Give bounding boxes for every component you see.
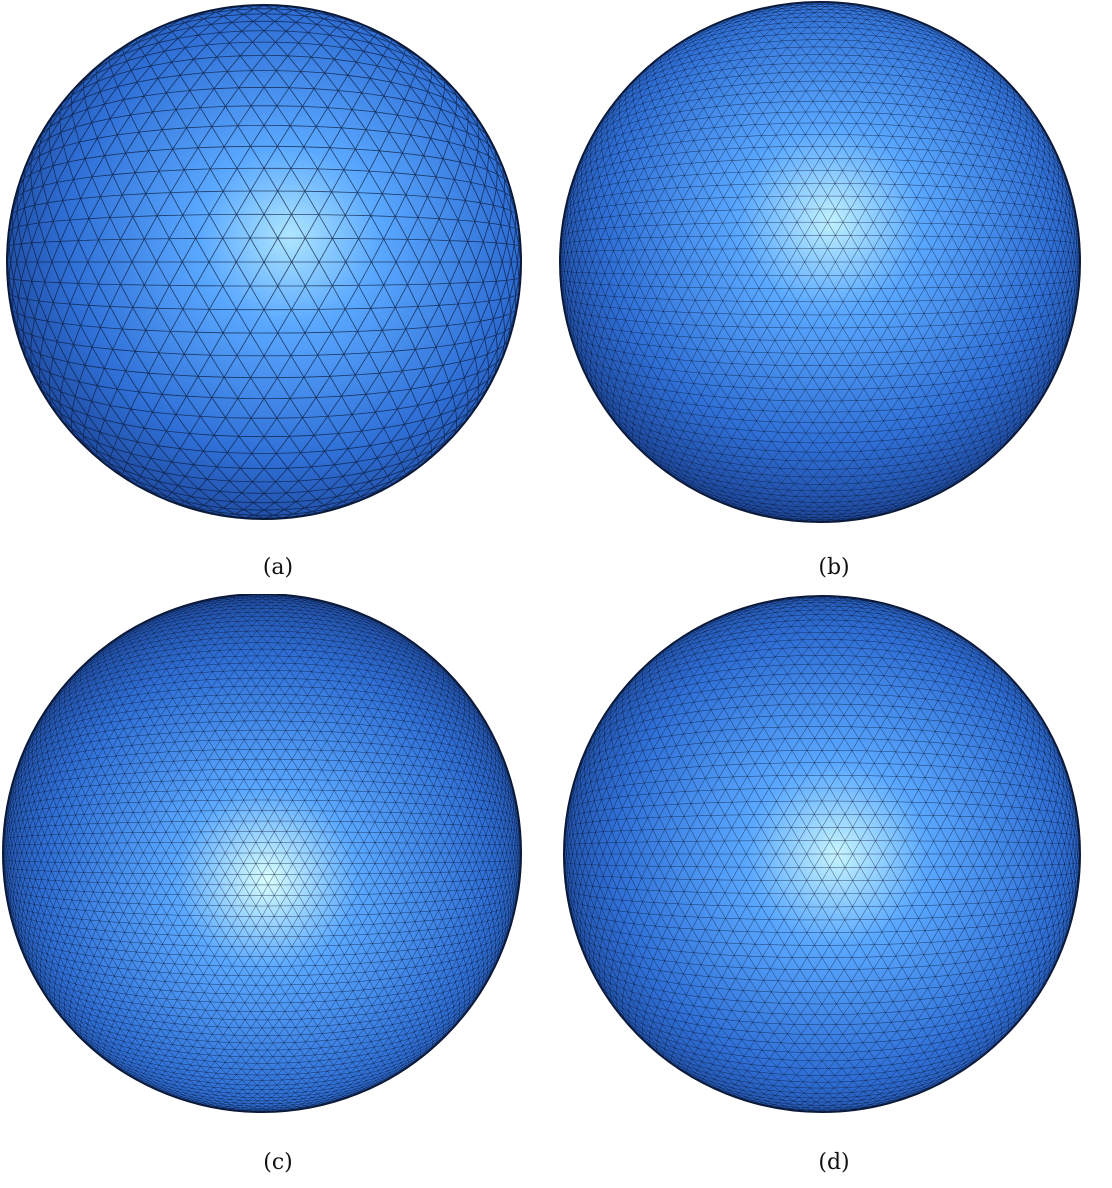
mesh-edges [564,596,1080,1112]
sphere-mesh-a [6,4,522,520]
caption-c: (c) [263,1150,293,1175]
sphere-mesh-c [2,594,522,1113]
mesh-edges [3,594,521,1112]
sphere-outline [6,4,522,520]
sphere-outline [563,595,1081,1113]
panel-c: (c) [0,594,556,1188]
sphere-outline [559,1,1081,523]
sphere-mesh-b [559,1,1081,523]
caption-d: (d) [818,1150,850,1175]
panel-b: (b) [556,0,1112,594]
panel-a: (a) [0,0,556,594]
sphere-outline [2,594,522,1113]
panel-d: (d) [556,594,1112,1188]
sphere-mesh-d [563,595,1081,1113]
caption-a: (a) [262,555,294,580]
caption-b: (b) [818,555,850,580]
mesh-edges [560,2,1080,522]
